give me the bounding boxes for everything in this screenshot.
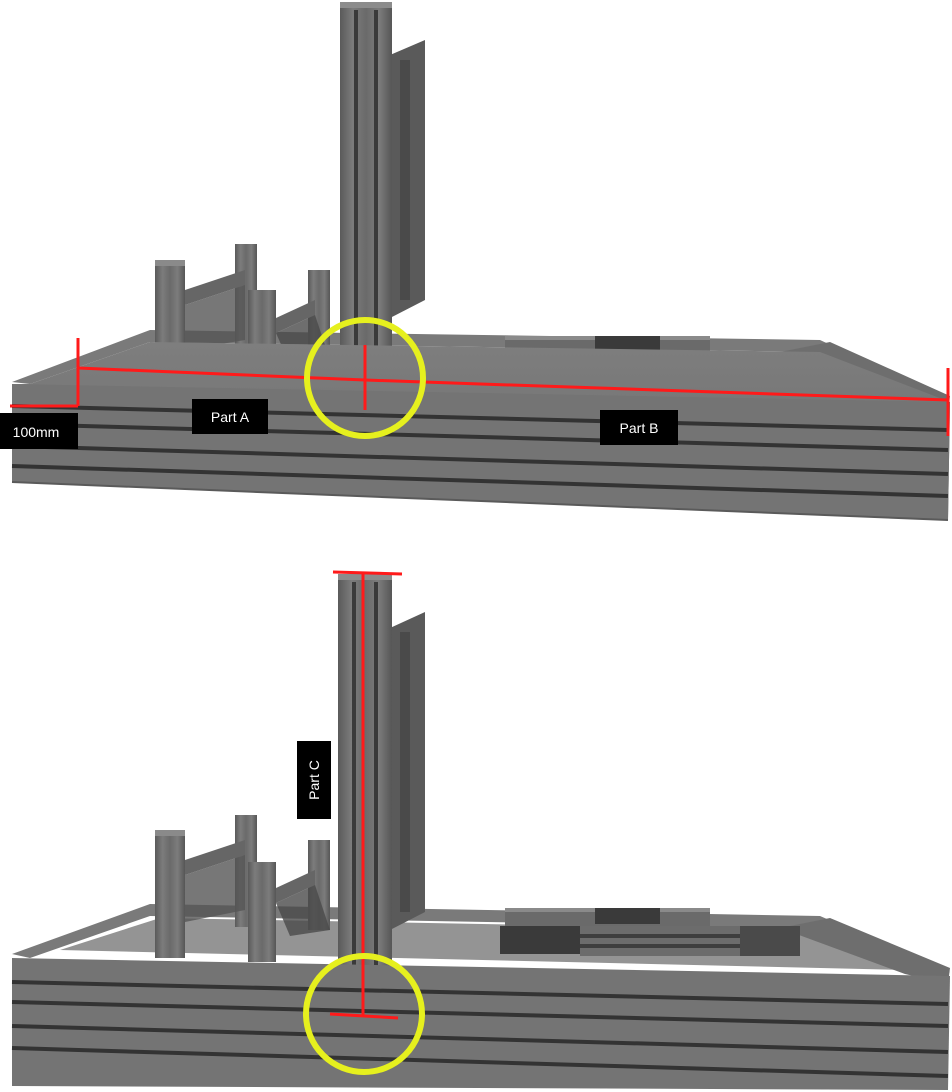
left-posts-bottom — [155, 815, 330, 962]
highlight-circle-top — [304, 317, 426, 439]
highlight-circle-bottom — [303, 953, 425, 1075]
svg-text:Part B: Part B — [620, 420, 659, 436]
label-part-c: Part C — [297, 741, 331, 819]
measure-line-b — [364, 378, 949, 402]
top-figure: 100mm Part A Part B — [0, 2, 950, 521]
tall-column-top — [340, 2, 425, 400]
carriage-parts-bottom — [500, 908, 800, 956]
measure-lines-top — [10, 338, 950, 436]
label-part-a: Part A — [192, 399, 268, 434]
frame-top-surface — [12, 330, 950, 402]
measure-line-a — [77, 366, 366, 382]
label-100mm: 100mm — [0, 413, 78, 449]
svg-text:Part A: Part A — [211, 409, 250, 425]
frame-top-surface-bottom — [12, 904, 950, 976]
tall-column-bottom — [338, 574, 425, 974]
tick-top — [332, 570, 403, 576]
front-extrusion-bottom — [11, 958, 950, 1090]
label-part-b: Part B — [600, 410, 678, 445]
svg-text:100mm: 100mm — [13, 424, 60, 440]
tick-bottom — [329, 1012, 399, 1020]
bottom-figure: Part C — [11, 570, 950, 1090]
front-extrusion-top — [11, 342, 950, 521]
right-rail-top-bottom — [780, 918, 950, 984]
measure-lines-bottom — [329, 570, 403, 1020]
svg-text:Part C: Part C — [306, 760, 322, 800]
